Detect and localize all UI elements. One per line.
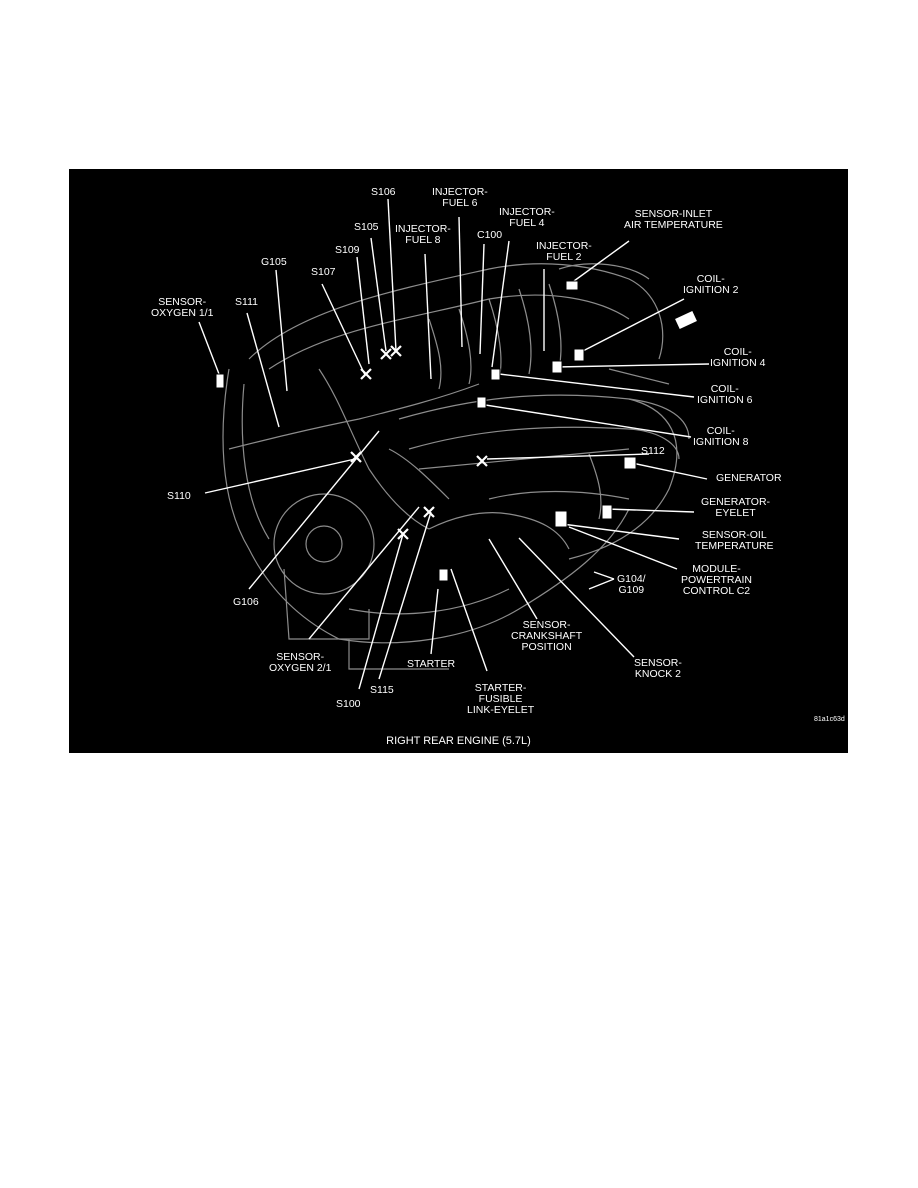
label-sensor-knock-2: SENSOR- KNOCK 2 [634, 657, 682, 680]
label-coil-ignition-8: COIL- IGNITION 8 [693, 425, 749, 448]
engine-illustration [198, 198, 710, 690]
label-injector-fuel-2: INJECTOR- FUEL 2 [536, 240, 592, 263]
label-coil-ignition-2: COIL- IGNITION 2 [683, 273, 739, 296]
label-sensor-oxygen-1-1: SENSOR- OXYGEN 1/1 [151, 296, 214, 319]
label-sensor-inlet-air-temperature: SENSOR-INLET AIR TEMPERATURE [624, 208, 723, 231]
engine-wiring-diagram: S106 INJECTOR- FUEL 6 INJECTOR- FUEL 4 S… [69, 169, 848, 753]
label-s111: S111 [235, 296, 258, 308]
label-g105: G105 [261, 256, 287, 268]
label-s107: S107 [311, 266, 336, 278]
leader-lines [198, 198, 710, 690]
label-coil-ignition-4: COIL- IGNITION 4 [710, 346, 766, 369]
splice-markers [350, 345, 488, 540]
label-starter: STARTER [407, 658, 456, 670]
connector-blocks [215, 280, 699, 582]
label-sensor-oxygen-2-1: SENSOR- OXYGEN 2/1 [269, 651, 332, 674]
label-injector-fuel-8: INJECTOR- FUEL 8 [395, 223, 451, 246]
label-s112: S112 [641, 445, 665, 457]
figure-code: 81a1c63d [814, 716, 845, 723]
label-generator: GENERATOR [716, 472, 782, 484]
label-injector-fuel-6: INJECTOR- FUEL 6 [432, 186, 488, 209]
label-s105: S105 [354, 221, 379, 233]
label-generator-eyelet: GENERATOR- EYELET [701, 496, 771, 519]
label-c100: C100 [477, 229, 503, 241]
engine-outline [222, 263, 690, 670]
label-s110: S110 [167, 490, 191, 502]
label-injector-fuel-4: INJECTOR- FUEL 4 [499, 206, 555, 229]
label-coil-ignition-6: COIL- IGNITION 6 [697, 383, 753, 406]
label-g106: G106 [233, 596, 259, 608]
label-module-powertrain-control-c2: MODULE- POWERTRAIN CONTROL C2 [681, 563, 752, 597]
label-s109: S109 [335, 244, 360, 256]
label-starter-fusible-link-eyelet: STARTER- FUSIBLE LINK-EYELET [467, 682, 535, 716]
label-s106: S106 [371, 186, 396, 198]
label-s100: S100 [336, 698, 361, 710]
figure-caption: RIGHT REAR ENGINE (5.7L) [386, 735, 531, 747]
label-sensor-crankshaft-position: SENSOR- CRANKSHAFT POSITION [511, 619, 583, 653]
label-s115: S115 [370, 684, 394, 696]
label-sensor-oil-temperature: SENSOR-OIL TEMPERATURE [695, 529, 774, 552]
label-g104-g109: G104/ G109 [617, 573, 646, 596]
